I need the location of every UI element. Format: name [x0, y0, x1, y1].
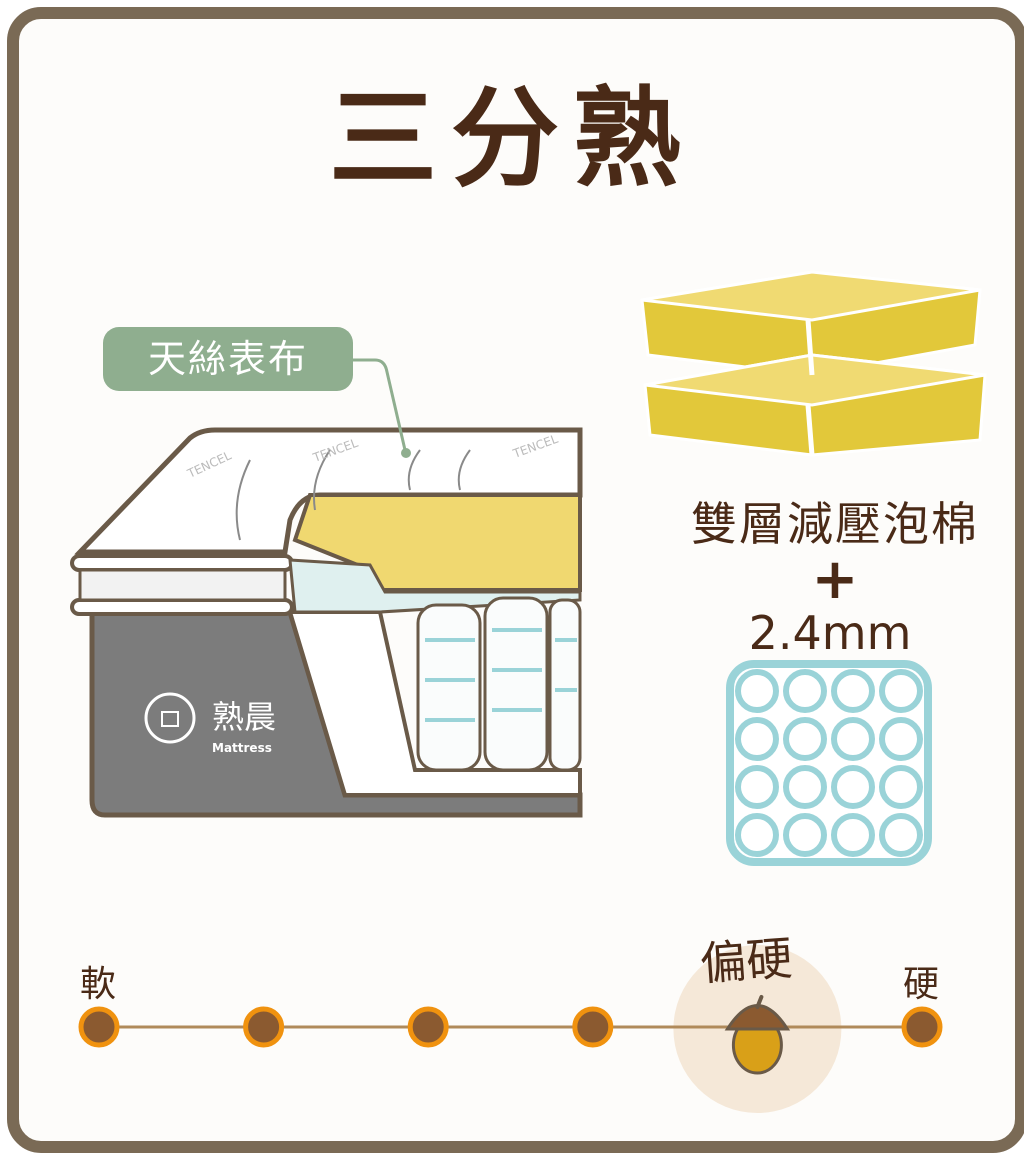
- plus-sign: +: [811, 547, 859, 612]
- cover-label-tag: 天絲表布: [103, 327, 353, 391]
- scale-label-soft: 軟: [80, 964, 117, 1005]
- brand-logo: 熟晨 Mattress: [144, 692, 276, 755]
- coil-circle: [831, 717, 875, 761]
- logo-name: 熟晨: [212, 698, 276, 736]
- coil-circle: [831, 813, 875, 857]
- pocket-coil-icon: [726, 660, 932, 866]
- coil-label: 2.4mm: [748, 606, 912, 660]
- firmness-scale: [78, 945, 943, 1113]
- coil-circle: [735, 813, 779, 857]
- coil-circle: [735, 765, 779, 809]
- coil-circle: [879, 765, 923, 809]
- coil-circle: [879, 669, 923, 713]
- foam-label: 雙層減壓泡棉: [691, 497, 979, 551]
- scale-level-dot: [901, 1006, 943, 1048]
- coil-circle: [783, 765, 827, 809]
- coil-circle: [879, 717, 923, 761]
- memory-foam-icon: [640, 270, 987, 457]
- coil-circle: [831, 669, 875, 713]
- scale-level-dot: [407, 1006, 449, 1048]
- coil-circle: [879, 813, 923, 857]
- coil-circle: [783, 717, 827, 761]
- coil-circle: [735, 669, 779, 713]
- coil-circle: [783, 813, 827, 857]
- page-title: 三分熟: [328, 77, 695, 202]
- scale-label-hard: 硬: [903, 964, 940, 1005]
- mattress-illustration: TENCEL TENCEL TENCEL 熟晨 Mattress: [70, 358, 583, 818]
- scale-level-dot: [243, 1006, 285, 1048]
- coil-circle: [735, 717, 779, 761]
- coil-circle: [831, 765, 875, 809]
- coil-circle: [783, 669, 827, 713]
- scale-level-dot: [572, 1006, 614, 1048]
- scale-level-dot: [78, 1006, 120, 1048]
- logo-sub: Mattress: [212, 741, 272, 755]
- scale-label-selected: 偏硬: [698, 930, 794, 992]
- acorn-icon: [724, 995, 791, 1075]
